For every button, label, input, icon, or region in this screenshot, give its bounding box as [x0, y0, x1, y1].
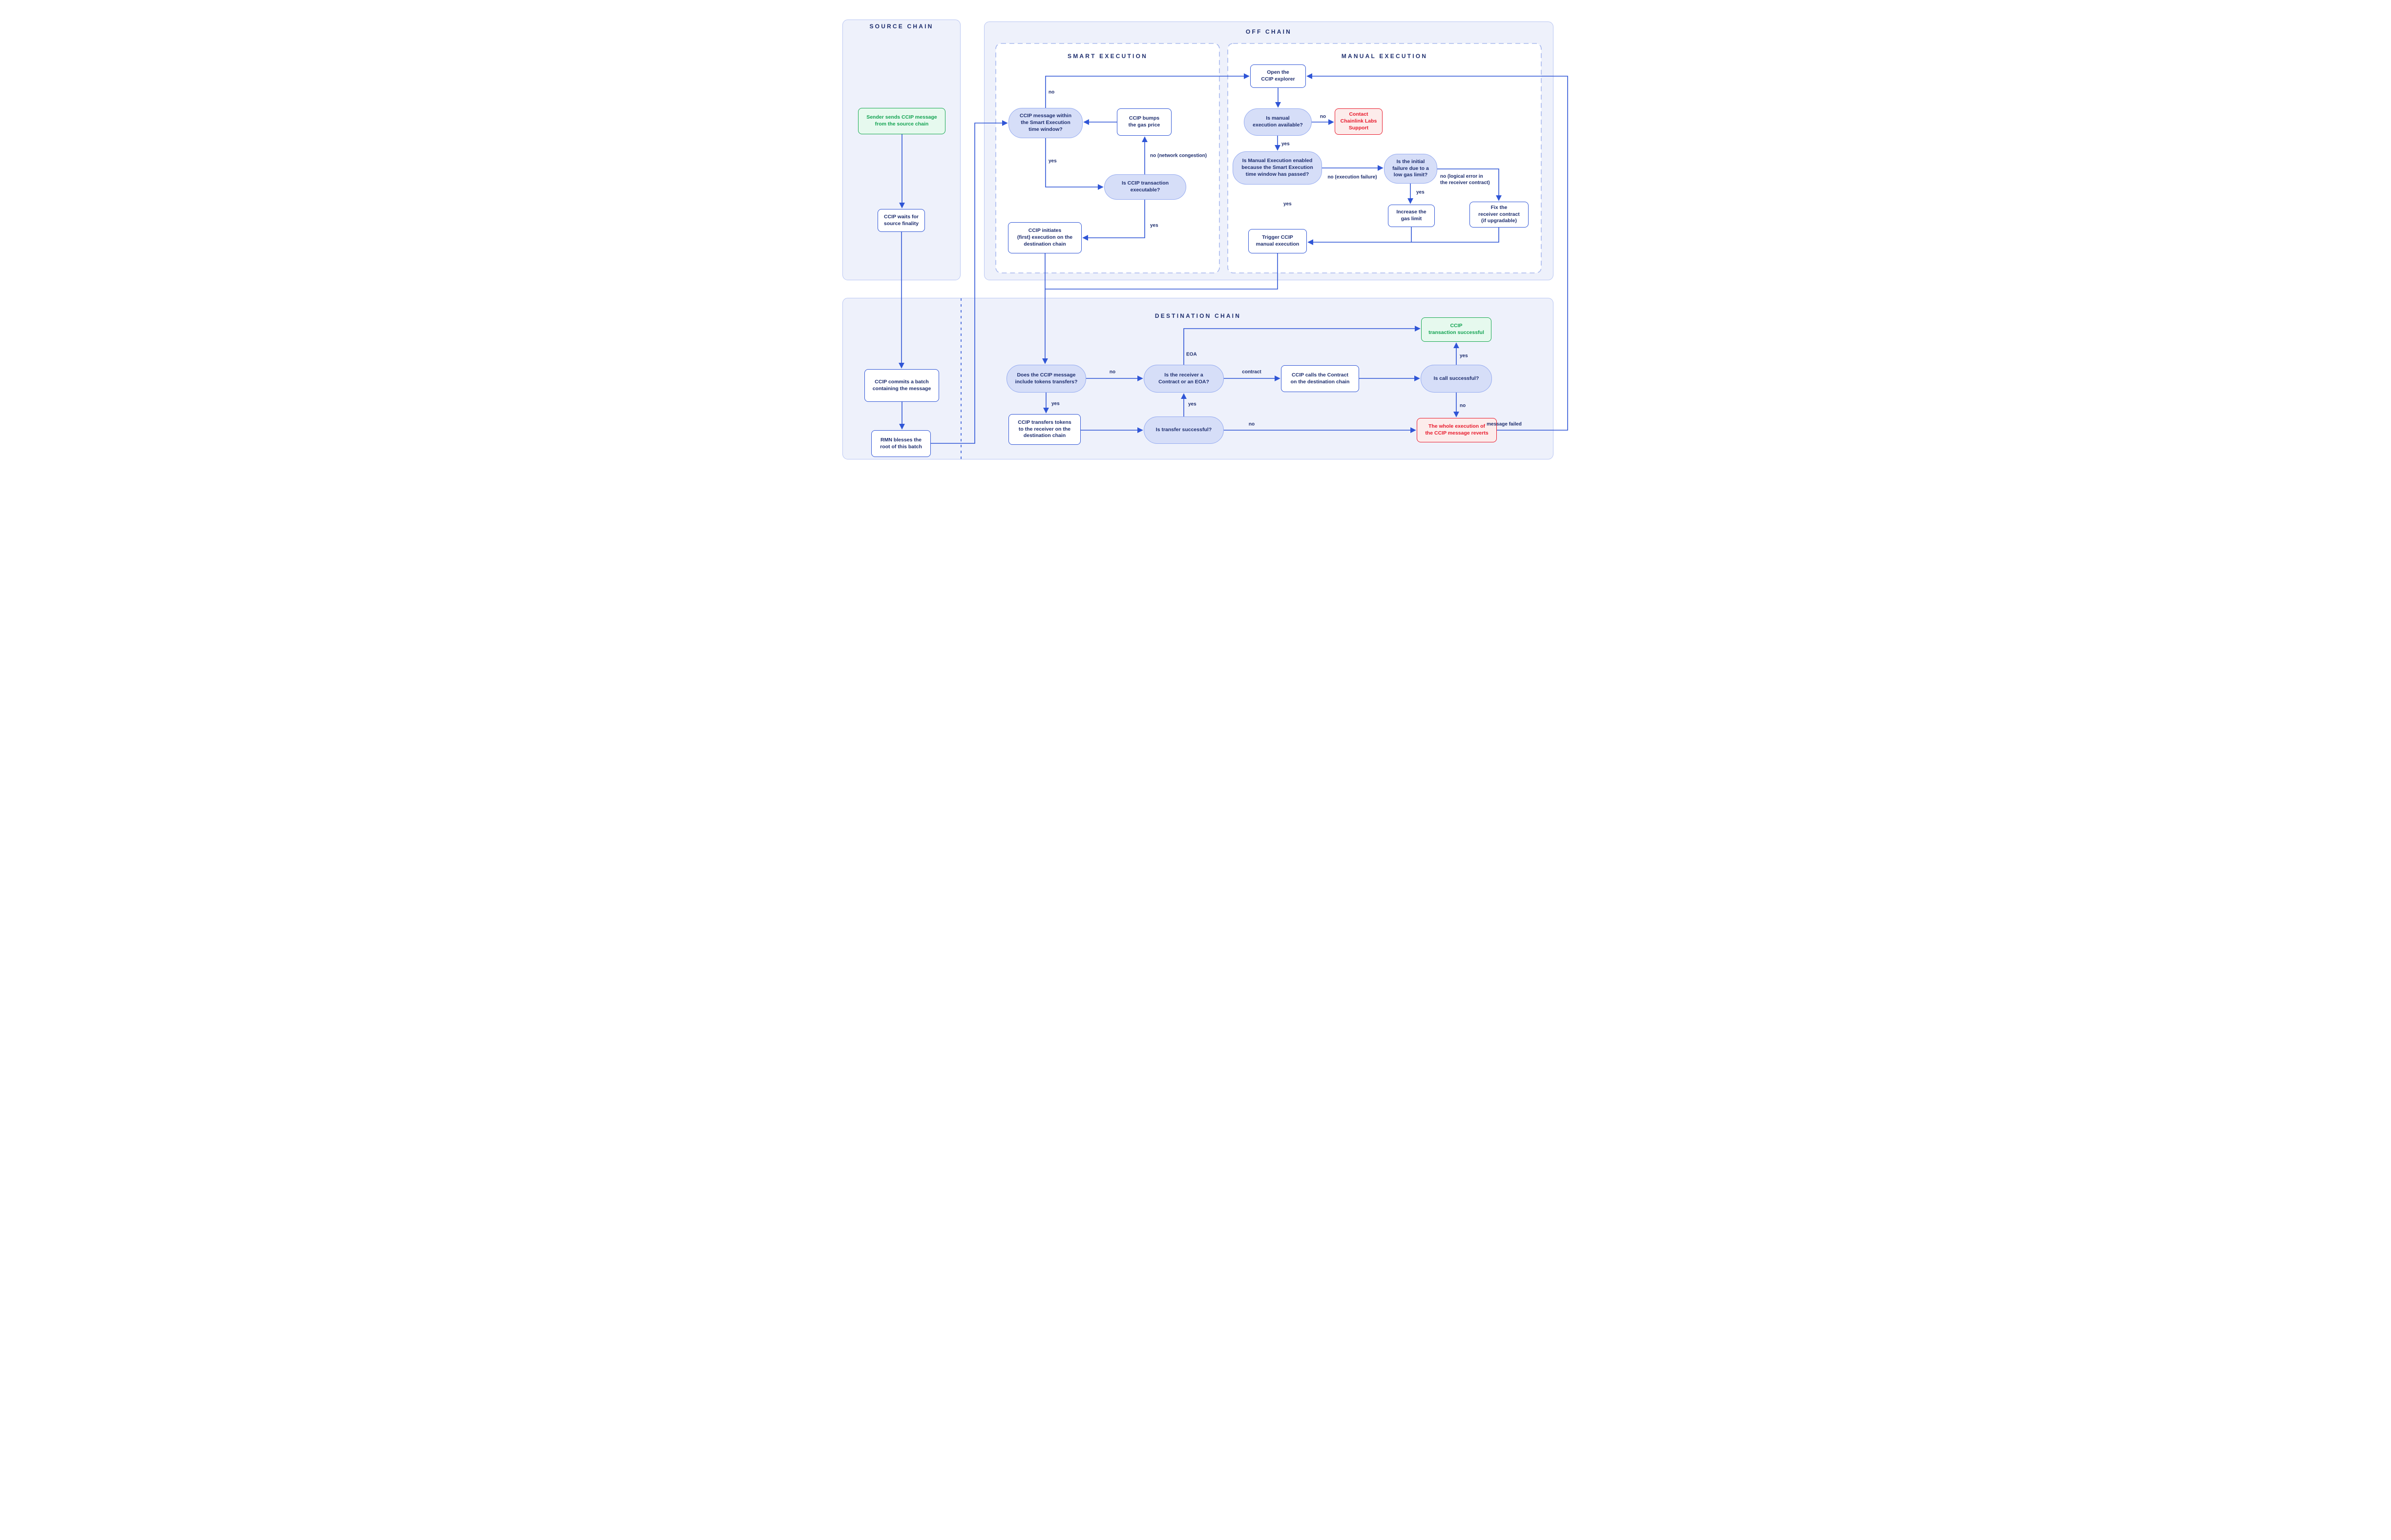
node-rmn-blesses: RMN blesses the root of this batch [871, 430, 931, 457]
edge-messagefailed-explorer [1306, 73, 1568, 431]
smart-execution-container [995, 43, 1220, 273]
node-low-gas-limit-decision: Is the initial failure due to a low gas … [1384, 154, 1437, 184]
node-call-successful-decision: Is call successful? [1421, 365, 1492, 393]
destination-chain-title: DESTINATION CHAIN [1154, 312, 1241, 319]
label-no-execution-failure: no (execution failure) [1327, 174, 1377, 180]
label-transfer-yes: yes [1188, 401, 1196, 407]
node-tokens-transfers-decision: Does the CCIP message include tokens tra… [1007, 365, 1086, 393]
node-sender-sends-message: Sender sends CCIP message from the sourc… [858, 108, 945, 134]
node-transaction-successful: CCIP transaction successful [1421, 317, 1491, 342]
label-available-yes: yes [1281, 141, 1290, 147]
node-fix-receiver-contract: Fix the receiver contract (if upgradable… [1469, 202, 1529, 228]
manual-execution-title: MANUAL EXECUTION [1341, 53, 1428, 60]
node-transfer-successful-decision: Is transfer successful? [1144, 416, 1224, 444]
node-smart-window-decision: CCIP message within the Smart Execution … [1008, 108, 1083, 138]
label-call-yes: yes [1460, 353, 1468, 359]
label-no-network-congestion: no (network congestion) [1150, 153, 1207, 159]
node-increase-gas-limit: Increase the gas limit [1388, 205, 1435, 227]
label-gaslimit-yes: yes [1416, 189, 1425, 195]
node-calls-contract: CCIP calls the Contract on the destinati… [1281, 365, 1359, 392]
smart-execution-title: SMART EXECUTION [1067, 53, 1148, 60]
edge-window-no-explorer [1045, 73, 1250, 108]
edge-receiver-eoa-success [1183, 326, 1421, 365]
label-does-no: no [1109, 369, 1116, 375]
label-transfer-no: no [1248, 421, 1255, 427]
edge-trigger-join [1045, 253, 1278, 290]
label-call-no: no [1460, 403, 1466, 409]
connector-layer [899, 43, 1568, 459]
node-trigger-manual-execution: Trigger CCIP manual execution [1248, 229, 1307, 253]
node-open-ccip-explorer: Open the CCIP explorer [1250, 64, 1306, 88]
label-message-failed: message failed [1487, 421, 1522, 427]
node-manual-enabled-decision: Is Manual Execution enabled because the … [1233, 151, 1322, 185]
node-transfers-tokens: CCIP transfers tokens to the receiver on… [1008, 414, 1081, 445]
edge-fix-trigger [1307, 228, 1499, 245]
edge-window-yes-executable [1045, 138, 1104, 190]
node-message-reverts: The whole execution of the CCIP message … [1417, 418, 1497, 442]
label-executable-yes: yes [1150, 223, 1158, 229]
label-does-yes: yes [1051, 401, 1060, 407]
source-chain-title: SOURCE CHAIN [869, 23, 934, 30]
manual-execution-container [1227, 43, 1542, 273]
node-manual-available-decision: Is manual execution available? [1244, 108, 1312, 136]
node-bumps-gas-price: CCIP bumps the gas price [1117, 108, 1172, 136]
ccip-execution-flowchart: SOURCE CHAIN OFF CHAIN SMART EXECUTION M… [822, 0, 1569, 481]
node-waits-source-finality: CCIP waits for source finality [878, 209, 925, 232]
edge-gaslimit-no-fix [1437, 168, 1502, 201]
node-executable-decision: Is CCIP transaction executable? [1104, 174, 1186, 200]
off-chain-title: OFF CHAIN [1245, 28, 1292, 35]
edge-executable-yes-initiates [1082, 200, 1145, 241]
label-no-logical-error: no (logical error in the receiver contra… [1440, 174, 1490, 186]
label-window-yes: yes [1049, 158, 1057, 164]
node-receiver-type-decision: Is the receiver a Contract or an EOA? [1144, 365, 1224, 393]
label-contract: contract [1242, 369, 1261, 375]
label-window-no: no [1049, 89, 1055, 95]
label-enabled-yes: yes [1283, 201, 1292, 207]
node-initiates-execution: CCIP initiates (first) execution on the … [1008, 222, 1082, 253]
label-available-no: no [1320, 114, 1326, 120]
node-commits-batch: CCIP commits a batch containing the mess… [864, 369, 939, 402]
label-eoa: EOA [1186, 352, 1197, 357]
edge-rmn-smart-entry [931, 120, 1008, 444]
node-contact-support: Contact Chainlink Labs Support [1335, 108, 1383, 135]
